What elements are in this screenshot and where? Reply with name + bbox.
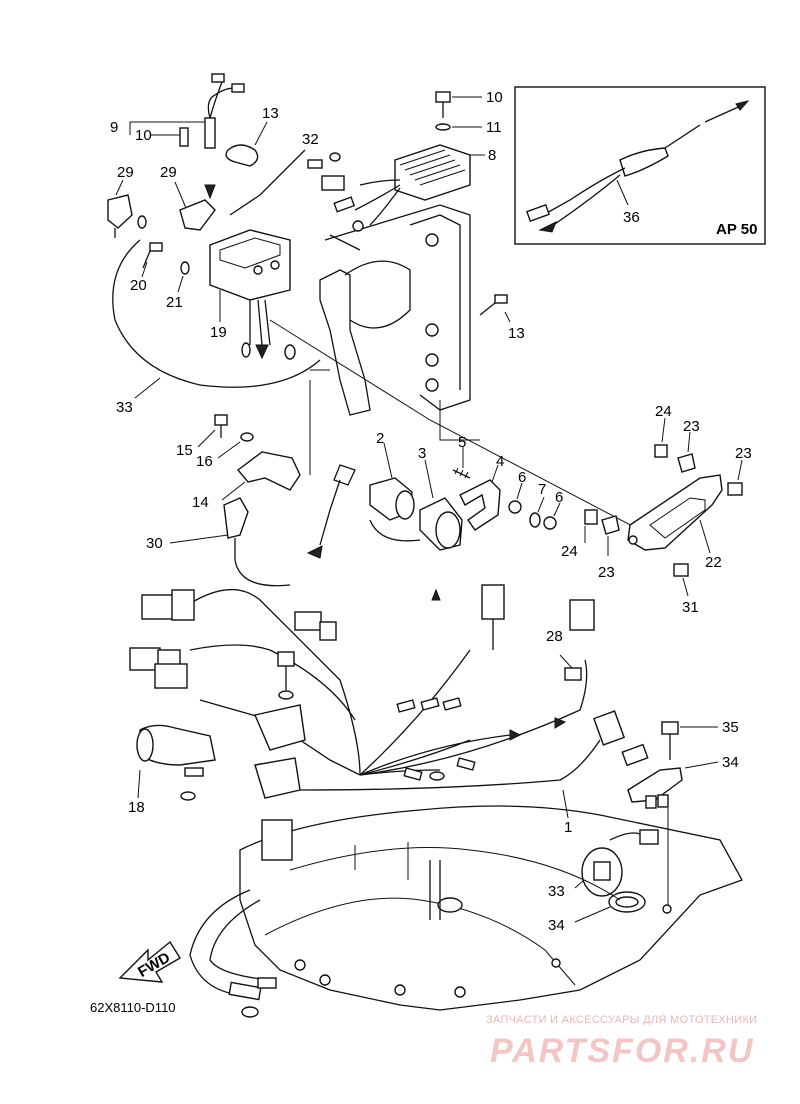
rectifier-regulator-8: 8	[321, 144, 496, 232]
callout-15: 14	[192, 494, 209, 511]
callout-26: 31	[682, 599, 699, 616]
lead-27: 32	[229, 131, 341, 216]
callout-23b: 23	[598, 564, 615, 581]
callout-5: 5	[458, 434, 466, 451]
switch-30: 28	[546, 628, 573, 669]
callout-6b: 6	[555, 489, 563, 506]
callout-11: 10	[486, 89, 503, 106]
bracket-22: 22 24 23 23 24 23 31	[561, 403, 752, 616]
callout-36: 36	[623, 209, 640, 226]
callout-8: 8	[488, 147, 496, 164]
clamp-13: 13	[225, 105, 279, 167]
callout-24a: 24	[655, 403, 672, 420]
watermark-brand: PARTSFOR.RU	[490, 1032, 754, 1070]
callout-29a: 29	[117, 164, 134, 181]
lead-ends	[180, 697, 476, 801]
inset-box: 36 AP 50	[514, 86, 766, 245]
callout-21: 21	[166, 294, 183, 311]
cdi-unit-19: 19	[209, 229, 296, 360]
callout-23a: 23	[683, 418, 700, 435]
caps-29-bolt-20: 29 29 20 21	[107, 164, 216, 311]
callout-12: 11	[486, 119, 502, 136]
callout-34: 34	[722, 754, 739, 771]
callout-19: 19	[210, 324, 227, 341]
callout-2: 2	[376, 430, 384, 447]
bolt-14: 13	[479, 294, 525, 342]
callout-16: 15	[176, 442, 193, 459]
callout-17: 16	[196, 453, 213, 470]
callout-7: 7	[538, 481, 546, 498]
callout-3: 3	[418, 445, 426, 462]
callout-9: 9	[110, 119, 118, 136]
holder-15-bolt-16: 15 16 14	[176, 414, 301, 511]
callout-32: 33	[548, 883, 565, 900]
clamp-34-bolt-35: 35 34	[627, 719, 739, 905]
callout-1: 1	[564, 819, 572, 836]
callout-25: 23	[735, 445, 752, 462]
wire-harness-1: 18 1	[128, 584, 649, 836]
callout-35: 35	[722, 719, 739, 736]
callout-6a: 6	[518, 469, 526, 486]
callout-31: 30	[146, 535, 163, 552]
battery-cables	[189, 889, 277, 1018]
callout-18: 18	[128, 799, 145, 816]
watermark-tagline: ЗАПЧАСТИ И АКСЕССУАРЫ ДЛЯ МОТОТЕХНИКИ	[486, 1014, 757, 1026]
callout-28: 33	[116, 399, 133, 416]
callout-29b: 29	[160, 164, 177, 181]
callout-20: 20	[130, 277, 147, 294]
grommet-32-33: 33 34	[548, 829, 659, 934]
callout-10: 10	[135, 127, 152, 144]
fwd-arrow: FWD	[118, 940, 181, 983]
ground-lead-28: 33	[112, 239, 321, 416]
callout-22: 22	[705, 554, 722, 571]
bolt-11-washer-12: 10 11	[435, 89, 503, 136]
callout-13: 13	[262, 105, 279, 122]
callout-33: 34	[548, 917, 565, 934]
connector-9-10: 9 10	[110, 73, 245, 200]
callout-4: 4	[496, 453, 504, 470]
bottom-cowling	[239, 805, 743, 1011]
drawing-code: 62X8110-D110	[90, 1000, 176, 1015]
bracket-plate	[319, 204, 471, 416]
callout-30: 28	[546, 628, 563, 645]
callout-27: 32	[302, 131, 319, 148]
cap-31: 30	[146, 497, 291, 587]
watermark: ЗАПЧАСТИ И АКСЕССУАРЫ ДЛЯ МОТОТЕХНИКИ PA…	[486, 1014, 757, 1070]
callout-24b: 24	[561, 543, 578, 560]
parts-2-7: 2 3 4 5 6 7 6	[306, 430, 563, 559]
inset-label: AP 50	[716, 221, 757, 238]
callout-14: 13	[508, 325, 525, 342]
